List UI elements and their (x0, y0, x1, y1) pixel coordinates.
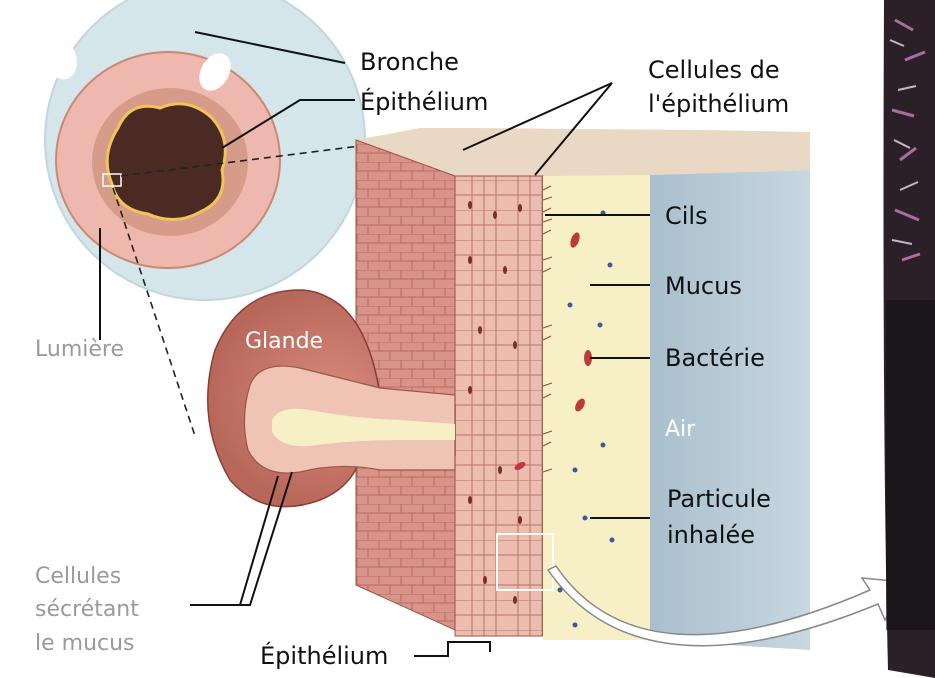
label-secretant-line1: Cellules (35, 564, 121, 589)
microscopy-photo (880, 0, 935, 678)
label-epithelium-bottom: Épithélium (260, 641, 388, 670)
label-particule-line1: Particule (667, 485, 771, 513)
label-cellules-epithelium-line2: l'épithélium (648, 90, 789, 118)
label-mucus: Mucus (665, 272, 742, 300)
bronchus-inset (37, 0, 365, 300)
label-lumiere: Lumière (35, 337, 124, 362)
label-cils: Cils (665, 202, 708, 230)
label-secretant-line2: sécrétant (35, 597, 139, 622)
label-cellules-epithelium-line1: Cellules de (648, 56, 780, 84)
label-bacterie: Bactérie (665, 344, 765, 372)
label-secretant-line3: le mucus (35, 631, 135, 656)
label-particule-line2: inhalée (667, 521, 755, 549)
label-bronche: Bronche (360, 48, 459, 76)
epithelium-block (356, 128, 810, 650)
label-air: Air (665, 417, 696, 442)
label-glande: Glande (245, 329, 323, 354)
label-epithelium-top: Épithélium (360, 87, 488, 116)
